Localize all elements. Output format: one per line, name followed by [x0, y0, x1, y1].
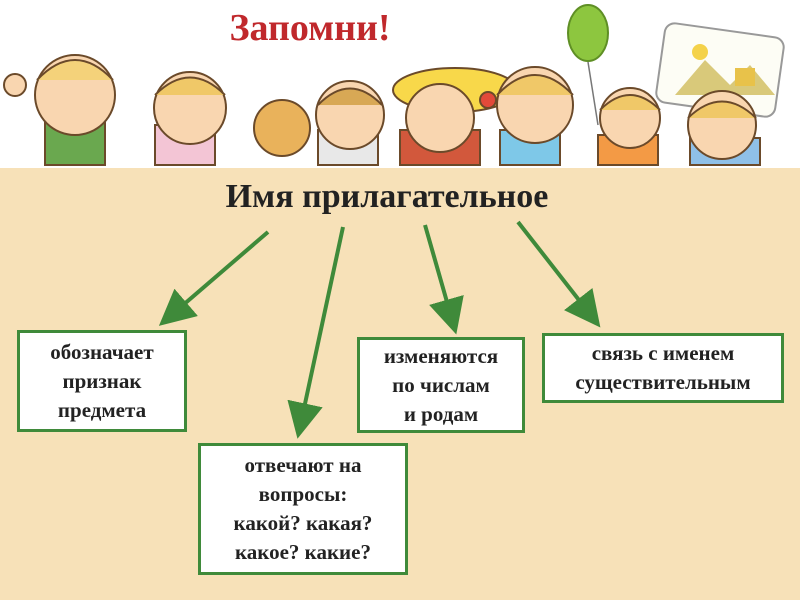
box-line: предмета — [57, 397, 147, 422]
box-line: какое? какие? — [235, 540, 371, 564]
box-line: связь с именем — [591, 341, 735, 365]
box-line: и родам — [403, 401, 479, 426]
arrow-to-box-4 — [516, 220, 601, 328]
box-line: отвечают на — [244, 453, 362, 477]
box-connection: связь с именем существительным — [542, 333, 784, 403]
page-title: Запомни! — [229, 7, 391, 49]
box-line: вопросы: — [258, 482, 348, 506]
arrow-to-box-1 — [158, 230, 270, 326]
concept-heading: Имя прилагательное — [225, 178, 549, 215]
box-line: изменяются — [383, 343, 499, 368]
box-meaning: обозначает признак предмета — [17, 330, 187, 432]
box-line: какой? какая? — [233, 511, 373, 535]
box-line: по числам — [392, 372, 490, 397]
arrow-to-box-3 — [423, 224, 464, 335]
box-questions: отвечают на вопросы: какой? какая? какое… — [198, 443, 408, 575]
box-changes: изменяются по числам и родам — [357, 337, 525, 433]
box-line: существительным — [575, 370, 751, 394]
box-line: обозначает — [50, 339, 154, 364]
arrow-to-box-2 — [287, 226, 345, 439]
box-line: признак — [62, 368, 142, 393]
